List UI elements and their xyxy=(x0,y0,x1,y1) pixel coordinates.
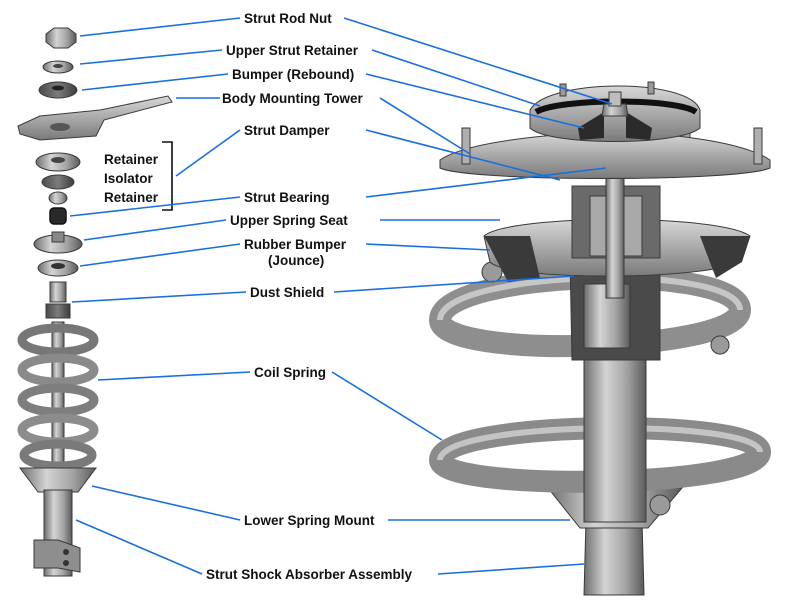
washer-hole xyxy=(53,64,63,68)
leader-body-mounting-tower-right xyxy=(379,97,471,155)
lower-spring-mount-part xyxy=(19,467,97,493)
leader-upper-strut-retainer-right xyxy=(371,49,541,107)
label-bumper-rebound: Bumper (Rebound) xyxy=(232,67,354,82)
dome-stud-1 xyxy=(559,83,567,97)
leader-strut-shock-absorber-right xyxy=(437,563,585,575)
label-retainer-2: Retainer xyxy=(104,190,159,205)
labels: Strut Rod Nut Upper Strut Retainer Bumpe… xyxy=(104,11,413,582)
label-upper-spring-seat: Upper Spring Seat xyxy=(230,213,348,228)
leader-coil-spring xyxy=(97,371,251,381)
leader-lines xyxy=(69,17,613,575)
body-mounting-tower-part xyxy=(17,95,173,141)
label-isolator: Isolator xyxy=(104,171,154,186)
dust-shield-lower xyxy=(45,303,71,319)
leader-strut-bearing-right xyxy=(365,167,607,198)
knuckle-bracket xyxy=(33,539,81,573)
seat-left-cut xyxy=(484,236,540,282)
leader-strut-shock-absorber xyxy=(75,519,203,575)
leader-dust-shield-right xyxy=(333,275,575,293)
label-body-mounting-tower: Body Mounting Tower xyxy=(222,91,363,106)
label-coil-spring: Coil Spring xyxy=(254,365,326,380)
exploded-view xyxy=(17,27,173,577)
label-rubber-bumper-line2: (Jounce) xyxy=(268,253,324,268)
dust-shield-part xyxy=(49,281,67,303)
body-mounting-tower xyxy=(439,131,771,179)
leader-strut-rod-nut-right xyxy=(343,17,613,105)
assembled-view xyxy=(428,81,772,596)
leader-rubber-bumper xyxy=(79,243,241,267)
bumper-rebound-right xyxy=(626,112,652,140)
strut-rod-nut-part xyxy=(45,27,77,49)
coil-end-lower xyxy=(649,494,671,516)
tower-stud-right xyxy=(753,127,763,165)
coil-spring-part xyxy=(17,321,99,471)
label-lower-spring-mount: Lower Spring Mount xyxy=(244,513,375,528)
seat-boss xyxy=(51,231,65,243)
leader-strut-rod-nut xyxy=(79,17,241,37)
rod-tip xyxy=(608,91,622,107)
leader-lower-spring-mount xyxy=(91,485,241,521)
retainer-lower-part xyxy=(48,191,68,205)
tower-hole xyxy=(50,123,70,131)
strut-bearing-part xyxy=(49,207,67,225)
rubber-bumper-hole xyxy=(51,263,65,269)
leader-bumper-rebound-right xyxy=(365,73,585,129)
label-upper-strut-retainer: Upper Strut Retainer xyxy=(226,43,359,58)
leader-upper-spring-seat xyxy=(83,219,227,241)
label-strut-damper: Strut Damper xyxy=(244,123,330,138)
leader-upper-strut-retainer xyxy=(79,49,223,65)
label-dust-shield: Dust Shield xyxy=(250,285,324,300)
bumper-rebound xyxy=(578,112,604,140)
tower-stud-left xyxy=(461,127,471,165)
dome-stud-2 xyxy=(647,81,655,95)
isolator-part xyxy=(41,174,75,190)
label-strut-bearing: Strut Bearing xyxy=(244,190,330,205)
leader-strut-bearing xyxy=(69,196,241,217)
bumper-hole xyxy=(52,85,64,91)
leader-strut-damper-right xyxy=(365,129,561,181)
leader-bumper-rebound xyxy=(81,73,229,91)
label-retainer-1: Retainer xyxy=(104,152,159,167)
leader-coil-spring-right xyxy=(331,371,443,441)
leader-rubber-bumper-right xyxy=(365,243,491,251)
leader-strut-damper xyxy=(175,129,241,177)
bracket-bolt-2 xyxy=(63,560,69,566)
retainer-hole xyxy=(51,157,65,163)
label-rubber-bumper-line1: Rubber Bumper xyxy=(244,237,347,252)
coil-end-mid xyxy=(710,335,730,355)
group-bracket xyxy=(162,141,173,211)
bracket-bolt-1 xyxy=(63,549,69,555)
seat-right-cut xyxy=(700,236,750,278)
leader-dust-shield xyxy=(71,291,247,303)
shock-body xyxy=(583,519,645,596)
label-strut-rod-nut: Strut Rod Nut xyxy=(244,11,332,26)
label-strut-shock-absorber-assembly: Strut Shock Absorber Assembly xyxy=(206,567,413,582)
